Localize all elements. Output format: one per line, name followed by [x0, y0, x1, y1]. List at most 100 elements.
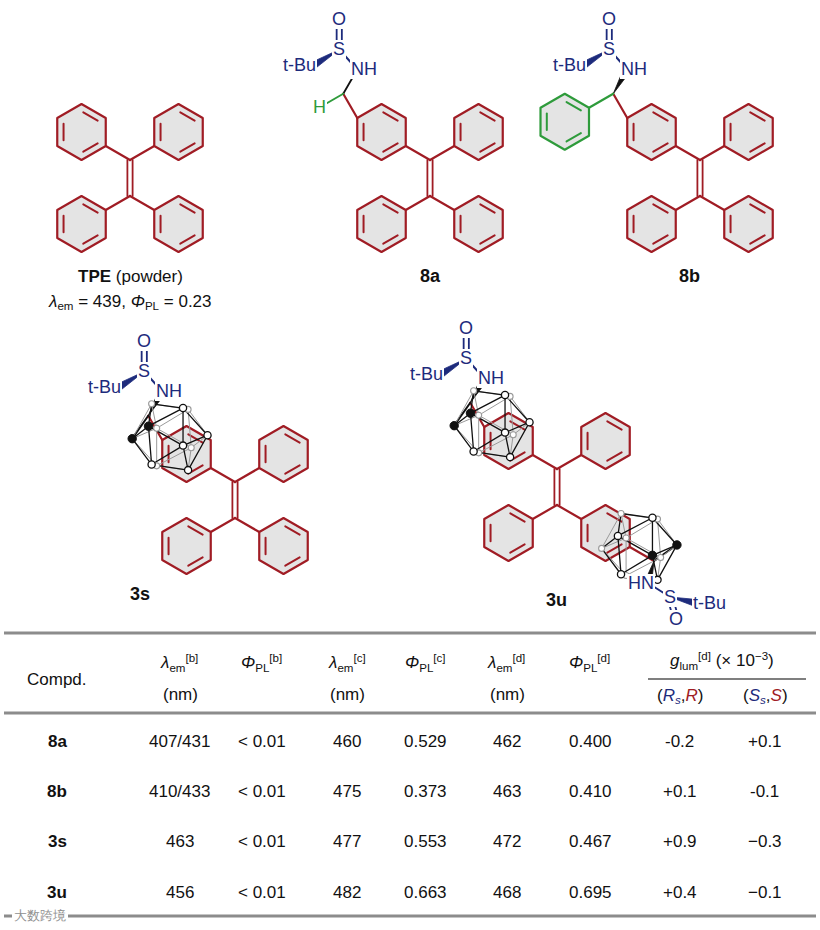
table-cell: 8b: [47, 782, 67, 801]
table-header: R: [663, 686, 675, 705]
table-header: ): [782, 686, 788, 705]
table-cell: 0.400: [569, 732, 612, 751]
table-cell: −0.3: [748, 832, 782, 851]
atom-label: S: [138, 361, 150, 381]
atom-label: NH: [620, 60, 648, 79]
table-cell: 0.373: [404, 782, 447, 802]
ring-double-bond: [188, 557, 202, 565]
bond-line: [235, 468, 259, 482]
atom-label: H: [312, 98, 327, 117]
table-header: [c]: [353, 652, 365, 664]
cage-boron: [149, 401, 155, 407]
cage-edge: [470, 395, 505, 413]
cage-boron: [599, 545, 605, 551]
table-cell: 0.695: [569, 883, 612, 903]
table-cell: 0.467: [569, 832, 612, 852]
ring-double-bond: [265, 538, 267, 555]
ring-double-bond: [363, 124, 365, 141]
table-header: λ: [329, 653, 337, 672]
table-cell: −0.1: [748, 883, 782, 902]
table-cell: 462: [493, 732, 521, 752]
cage-boron: [501, 429, 508, 436]
cage-carbon: [648, 551, 656, 559]
compound-caption: TPE: [78, 267, 111, 286]
table-header: λem[c]: [329, 652, 366, 675]
table-header: em: [169, 662, 185, 674]
bond-line: [430, 146, 454, 160]
table-header: lum: [679, 660, 698, 672]
double-bond: [426, 160, 428, 196]
table-header: (: [657, 686, 663, 705]
cage-edge: [652, 518, 653, 556]
bond-line: [106, 196, 130, 210]
atom-label: t-Bu: [283, 55, 316, 75]
table-cell: -0.1: [750, 782, 779, 801]
table-header: PL: [255, 662, 269, 674]
table-header: (Rs,R): [657, 686, 703, 708]
atom-label: S: [137, 362, 151, 381]
benzene-ring: [454, 196, 502, 252]
table-header: λem[b]: [161, 652, 198, 675]
ring-double-bond: [460, 216, 462, 233]
ring-double-bond: [180, 235, 194, 243]
cage-boron: [526, 419, 533, 426]
table-cell: 0.553: [404, 832, 447, 851]
cage-edge: [152, 404, 183, 408]
atom-label: t-Bu: [410, 364, 443, 384]
ring-double-bond: [607, 421, 621, 429]
table-header: [b]: [185, 652, 198, 664]
table-header: [d]: [597, 652, 610, 664]
atom-label: NH: [621, 59, 647, 79]
benzene-ring: [57, 196, 105, 252]
compound-label: 8a: [420, 266, 440, 287]
cage-edge: [148, 426, 183, 445]
bond-line: [557, 505, 581, 519]
cage-boron: [179, 442, 186, 449]
table-cell: −0.3: [748, 832, 782, 852]
bond-line: [211, 468, 235, 482]
cage-edge: [618, 536, 653, 555]
compound-label: 8b: [679, 266, 700, 287]
cage-boron: [510, 432, 516, 438]
cage-boron: [188, 445, 194, 451]
bond-line: [211, 518, 235, 532]
cage-boron: [184, 467, 191, 474]
table-cell: 477: [333, 832, 361, 852]
cage-boron: [154, 425, 160, 431]
table-rule: [648, 678, 806, 680]
table-cell: < 0.01: [238, 732, 286, 752]
ring-double-bond: [460, 124, 462, 141]
atom-label: S: [602, 40, 616, 59]
bond-line: [533, 455, 557, 469]
table-cell: 3u: [47, 883, 67, 902]
benzene-ring: [57, 104, 105, 160]
ring-double-bond: [160, 216, 162, 233]
table-rule: [4, 915, 816, 918]
table-cell: 477: [333, 832, 361, 851]
table-cell: 0.373: [404, 782, 447, 801]
table-header: (nm): [163, 685, 198, 704]
benzene-ring: [259, 426, 307, 482]
ring-double-bond: [480, 112, 494, 120]
table-cell: 407/431: [149, 732, 210, 751]
table-header: λ: [161, 653, 169, 672]
atom-label: HN: [628, 573, 654, 593]
table-cell: < 0.01: [238, 782, 286, 801]
ring-double-bond: [63, 216, 65, 233]
ring-double-bond: [750, 204, 764, 212]
table-cell: +0.1: [748, 732, 782, 752]
ring-double-bond: [383, 204, 397, 212]
table-header: (Ss,S): [743, 686, 788, 708]
cage-carbon: [673, 541, 681, 549]
table-cell: 0.410: [569, 782, 612, 801]
cage-edge: [478, 415, 479, 453]
compound-caption: (powder): [116, 267, 183, 286]
double-bond: [132, 160, 134, 196]
ring-double-bond: [653, 112, 667, 120]
watermark: 大数跨境: [14, 908, 66, 923]
table-cell: < 0.01: [238, 732, 286, 751]
table-cell: +0.4: [663, 883, 697, 902]
atom-label: t-Bu: [692, 594, 727, 613]
table-cell: +0.1: [663, 782, 697, 802]
table-cell: 482: [333, 883, 361, 902]
